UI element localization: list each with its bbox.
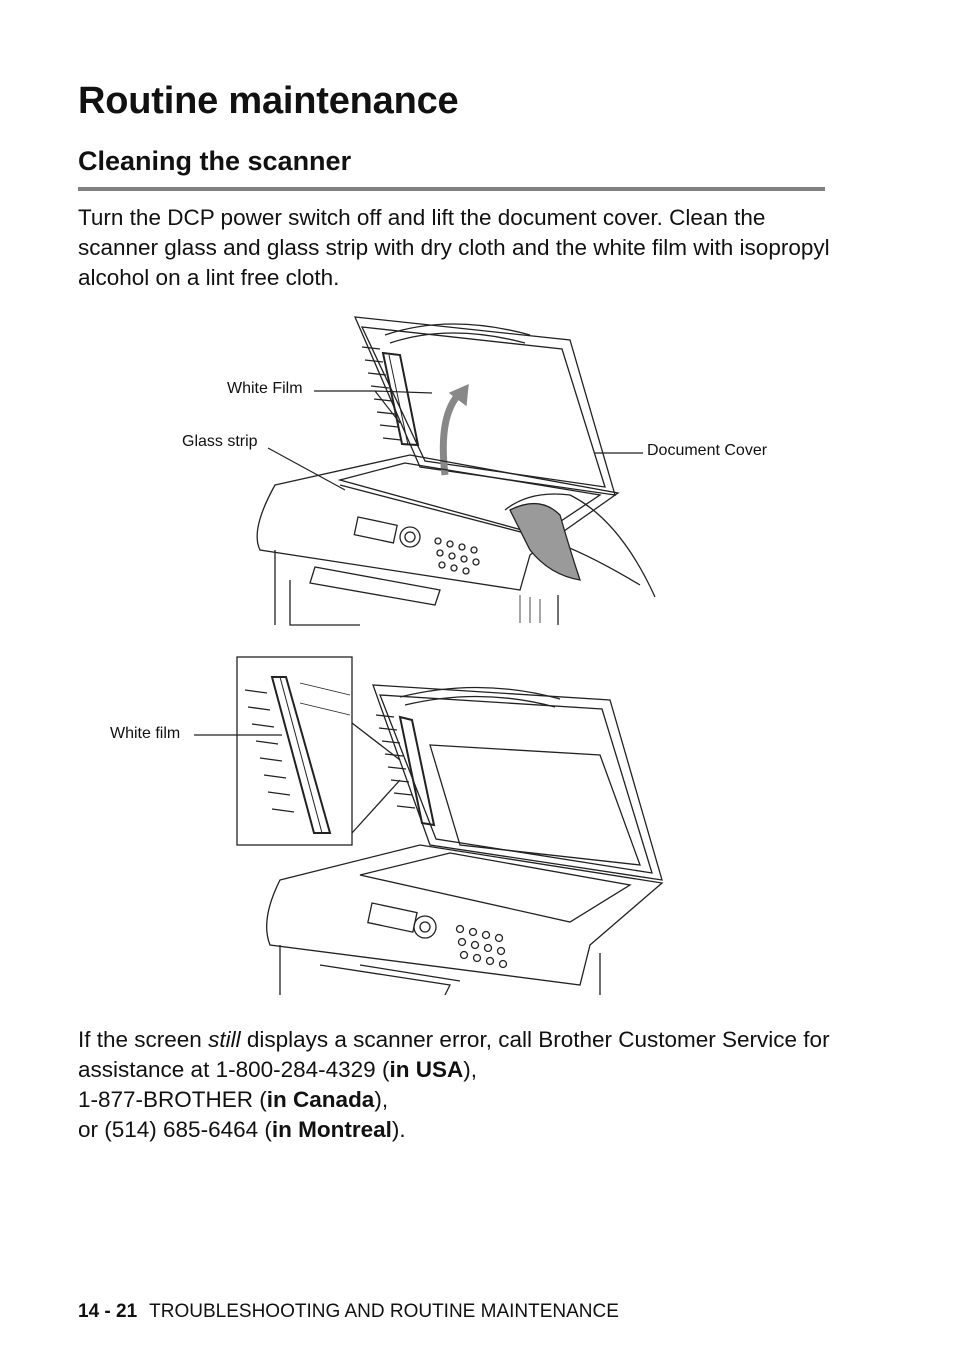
white-film-strip-top — [381, 351, 420, 447]
support-text-5: ). — [391, 1117, 406, 1142]
support-region-montreal: in Montreal — [271, 1117, 392, 1142]
page-title: Routine maintenance — [78, 80, 459, 122]
support-region-usa: in USA — [389, 1057, 464, 1082]
scanner-illustration: White Film Glass strip Document Cover Wh… — [100, 305, 820, 1000]
support-text-4: ), — [374, 1087, 389, 1112]
white-film-strip-zoom — [270, 676, 332, 834]
leader-white-film-top — [314, 390, 433, 424]
callout-white-film-bottom: White film — [110, 725, 181, 742]
support-canada-number: 1-877-BROTHER ( — [78, 1087, 267, 1112]
page-number: 14 - 21 — [78, 1301, 138, 1322]
callout-glass-strip: Glass strip — [182, 433, 258, 450]
callout-white-film-top: White Film — [227, 380, 303, 397]
support-text-2: displays a scanner error, call Brother C… — [78, 1027, 830, 1082]
support-montreal-number: or (514) 685-6464 ( — [78, 1117, 272, 1142]
support-text-1: If the screen — [78, 1027, 209, 1052]
callout-document-cover: Document Cover — [647, 442, 768, 459]
footer-section-title: TROUBLESHOOTING AND ROUTINE MAINTENANCE — [149, 1301, 619, 1322]
support-paragraph: If the screen still displays a scanner e… — [78, 1025, 838, 1145]
keypad-buttons-bottom — [455, 924, 508, 969]
scanner-glass — [359, 852, 632, 923]
page-footer: 14 - 21 TROUBLESHOOTING AND ROUTINE MAINT… — [78, 1301, 619, 1323]
support-emphasis-still: still — [208, 1027, 241, 1052]
section-heading: Cleaning the scanner — [78, 146, 352, 176]
document-cover-bottom — [372, 684, 663, 881]
cleaning-cloth — [509, 503, 581, 581]
heading-rule — [78, 187, 825, 191]
scanner-drawing — [194, 316, 664, 996]
support-region-canada: in Canada — [266, 1087, 375, 1112]
intro-paragraph: Turn the DCP power switch off and lift t… — [78, 205, 830, 290]
leader-glass-strip — [267, 447, 346, 491]
keypad-buttons-top — [434, 537, 480, 575]
hand-drawing — [504, 493, 656, 598]
support-text-3: ), — [463, 1057, 477, 1082]
zoom-inset — [236, 656, 353, 846]
